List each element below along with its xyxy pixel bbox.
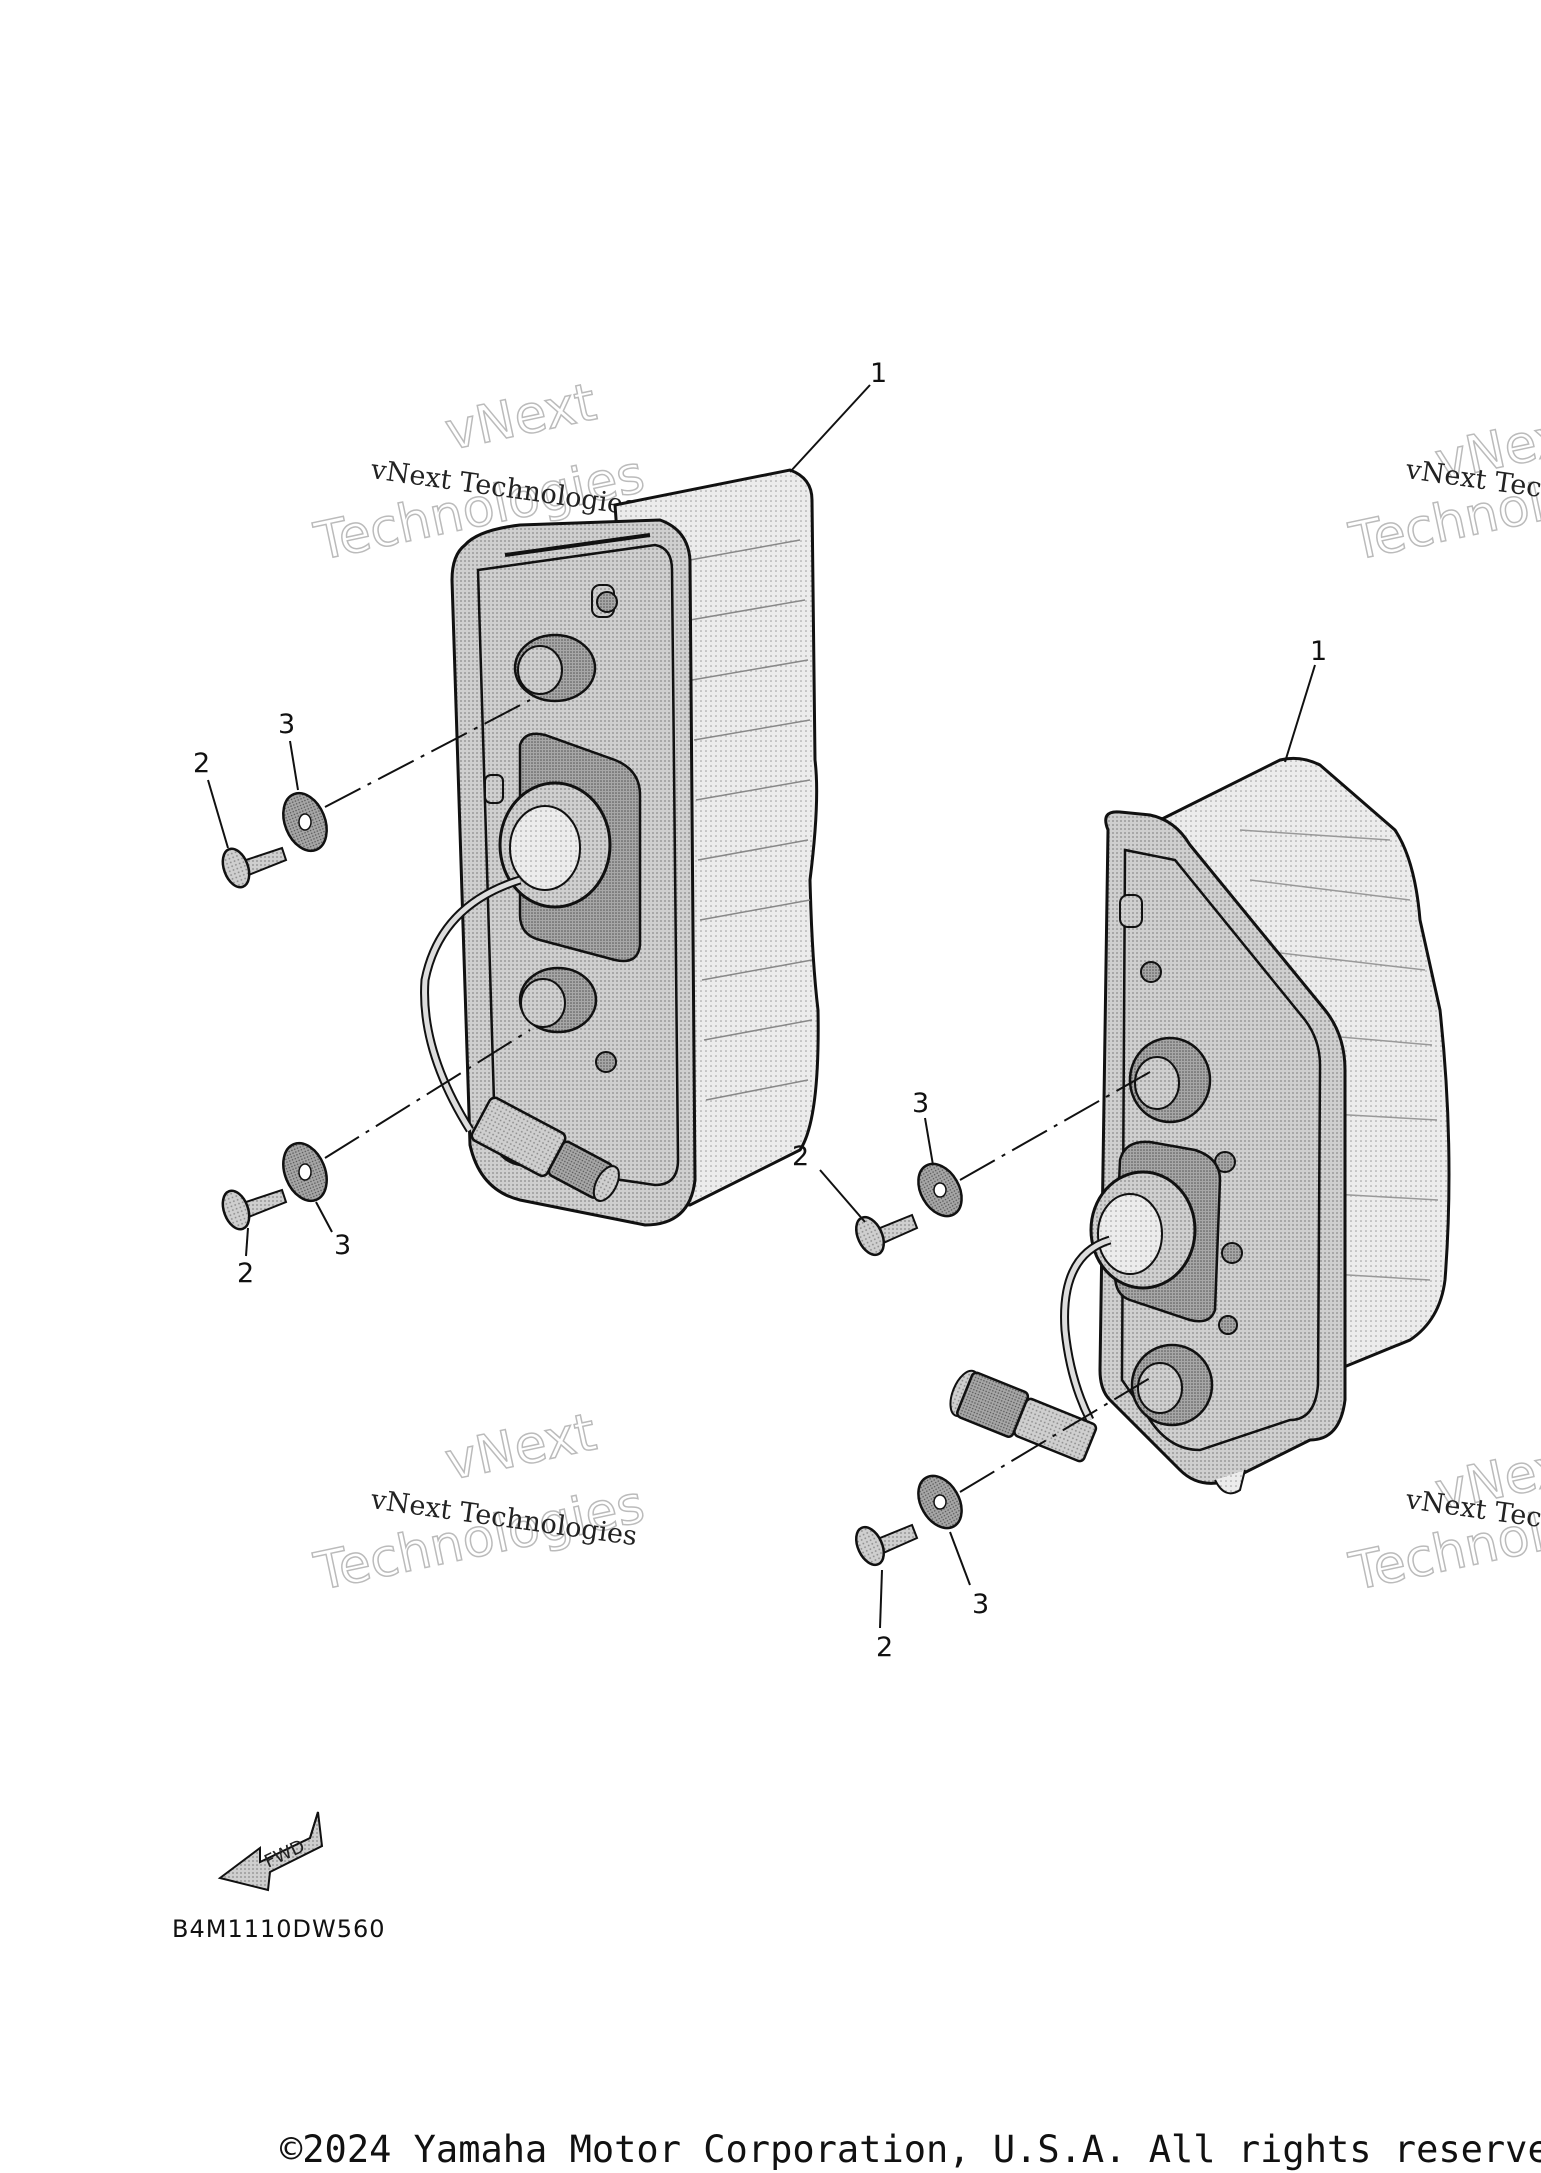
watermark-big-1: vNext [440, 372, 601, 462]
washer-right-upper [917, 1162, 963, 1218]
fwd-arrow-icon: FWD [217, 1811, 324, 1892]
callout-washer-left-upper: 3 [278, 709, 295, 740]
callout-washer-right-upper: 3 [912, 1088, 929, 1119]
watermark-big-1: vNext [440, 1402, 601, 1492]
watermark-mid-right: vNext Technologies vNext Technologies [1344, 1432, 1541, 1604]
watermark-mid-left: vNext Technologies vNext Technologies [309, 1402, 651, 1604]
callout-screw-right-lower: 2 [876, 1632, 893, 1663]
callout-washer-left-lower: 3 [334, 1230, 351, 1261]
callout-screw-left-upper: 2 [193, 748, 210, 779]
callout-screw-right-upper: 2 [792, 1141, 809, 1172]
fwd-label: FWD [261, 1836, 308, 1873]
leader-lines-right [819, 664, 1316, 1629]
screw-left-upper [221, 846, 288, 889]
screw-right-lower [854, 1523, 919, 1567]
callout-screw-left-lower: 2 [237, 1258, 254, 1289]
washer-right-lower [917, 1474, 963, 1530]
license-lamp-left [420, 468, 820, 1227]
callout-labels: 1 1 3 2 3 2 3 2 3 2 [193, 358, 1327, 1663]
watermark-top-right: vNext Technologies vNext Technologies [1344, 402, 1541, 574]
diagram-code: B4M1110DW560 [172, 1915, 386, 1943]
leader-lines-left [207, 384, 871, 1257]
washer-left-lower [282, 1141, 328, 1203]
callout-lamp-right: 1 [1310, 636, 1327, 667]
copyright-footer: ©2024 Yamaha Motor Corporation, U.S.A. A… [280, 2128, 1541, 2171]
license-lamp-right [949, 756, 1451, 1495]
screw-left-lower [221, 1188, 288, 1231]
callout-washer-right-lower: 3 [972, 1589, 989, 1620]
callout-lamp-left: 1 [870, 358, 887, 389]
screw-right-upper [854, 1213, 919, 1257]
washer-left-upper [282, 791, 328, 853]
